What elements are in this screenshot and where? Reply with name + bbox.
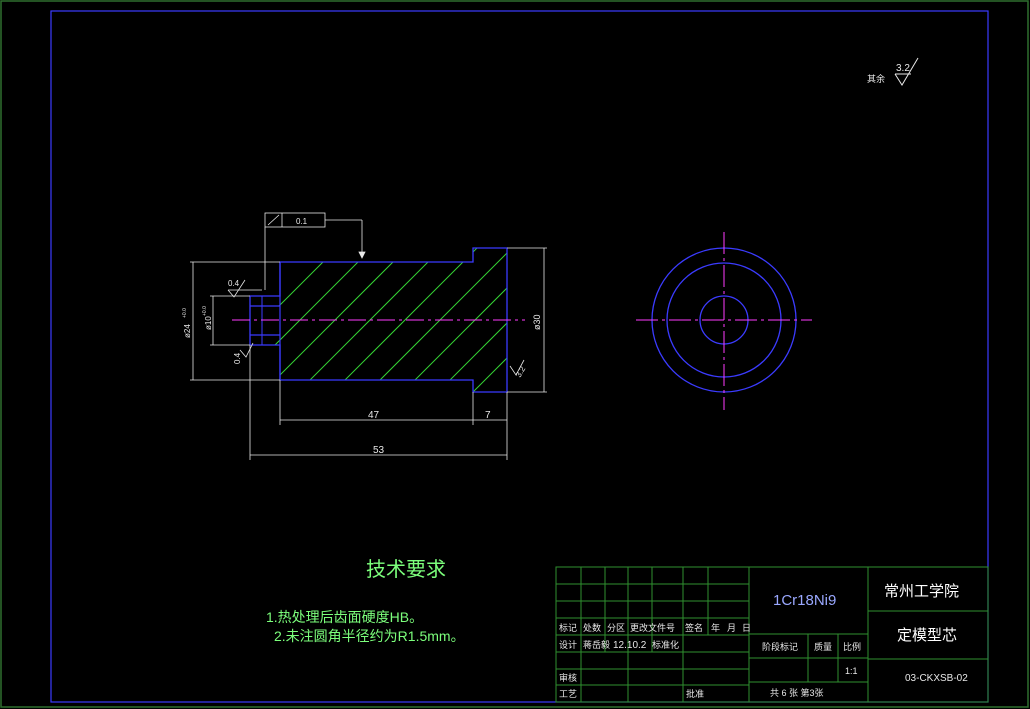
- dim-dia-10: ø10: [204, 316, 213, 330]
- tb-row-year: 年: [711, 622, 720, 633]
- hatch-pattern: [250, 248, 507, 392]
- inner-border: [50, 10, 989, 703]
- dim-53: 53: [373, 445, 385, 456]
- tb-weight: 质量: [814, 641, 832, 652]
- tech-req-title: 技术要求: [366, 558, 446, 581]
- section-view: [232, 247, 525, 393]
- rough-04-bottom: 0.4: [233, 352, 242, 364]
- tb-material: 1Cr18Ni9: [773, 592, 836, 609]
- tb-scale: 1:1: [845, 666, 858, 676]
- rough-right: 3.2: [514, 364, 528, 379]
- dim-47: 47: [368, 410, 380, 421]
- roughness-symbol: 其余 3.2: [867, 57, 919, 86]
- tb-row-count: 处数: [583, 622, 601, 633]
- tb-date: 12.10.2: [613, 640, 647, 651]
- tb-scale-label: 比例: [843, 641, 861, 652]
- tb-row-sign: 签名: [685, 622, 703, 633]
- tb-stage-mark: 阶段标记: [762, 641, 798, 652]
- dim-7: 7: [485, 410, 491, 421]
- tech-req-line2: 2.未注圆角半径约为R1.5mm。: [274, 628, 465, 644]
- tb-part-name: 定模型芯: [897, 627, 957, 644]
- dim-dia-10-tol: +0.0: [202, 306, 208, 316]
- rough-04-top: 0.4: [228, 279, 240, 288]
- tb-design: 设计: [559, 639, 577, 650]
- tb-row-zone: 分区: [607, 623, 625, 633]
- dimensions: [190, 212, 547, 460]
- dim-dia-24: ø24: [183, 324, 192, 338]
- tech-req-line1: 1.热处理后齿面硬度HB。: [266, 609, 423, 625]
- tb-designer: 蒋岳毅: [583, 639, 610, 650]
- tb-sheets: 共 6 张 第3张: [770, 687, 824, 698]
- tb-craft: 工艺: [559, 689, 577, 699]
- tb-approve: 批准: [686, 688, 704, 699]
- dim-dia-30: ø30: [532, 314, 542, 330]
- dim-dia-24-tol: +0.0: [182, 308, 188, 318]
- title-block: [555, 566, 989, 703]
- tb-row-day: 日: [742, 623, 751, 633]
- roughness-value: 3.2: [896, 63, 910, 74]
- tb-row-mark: 标记: [559, 622, 577, 633]
- roughness-other-label: 其余: [867, 73, 885, 84]
- tb-row-month: 月: [727, 623, 736, 633]
- tb-review: 审核: [559, 672, 577, 683]
- tb-school: 常州工学院: [884, 582, 959, 600]
- side-view: [636, 232, 812, 410]
- tb-drawing-no: 03-CKXSB-02: [905, 673, 968, 684]
- tb-standard: 标准化: [652, 639, 679, 650]
- tolerance-value: 0.1: [296, 217, 308, 226]
- tb-row-doc: 更改文件号: [630, 622, 675, 633]
